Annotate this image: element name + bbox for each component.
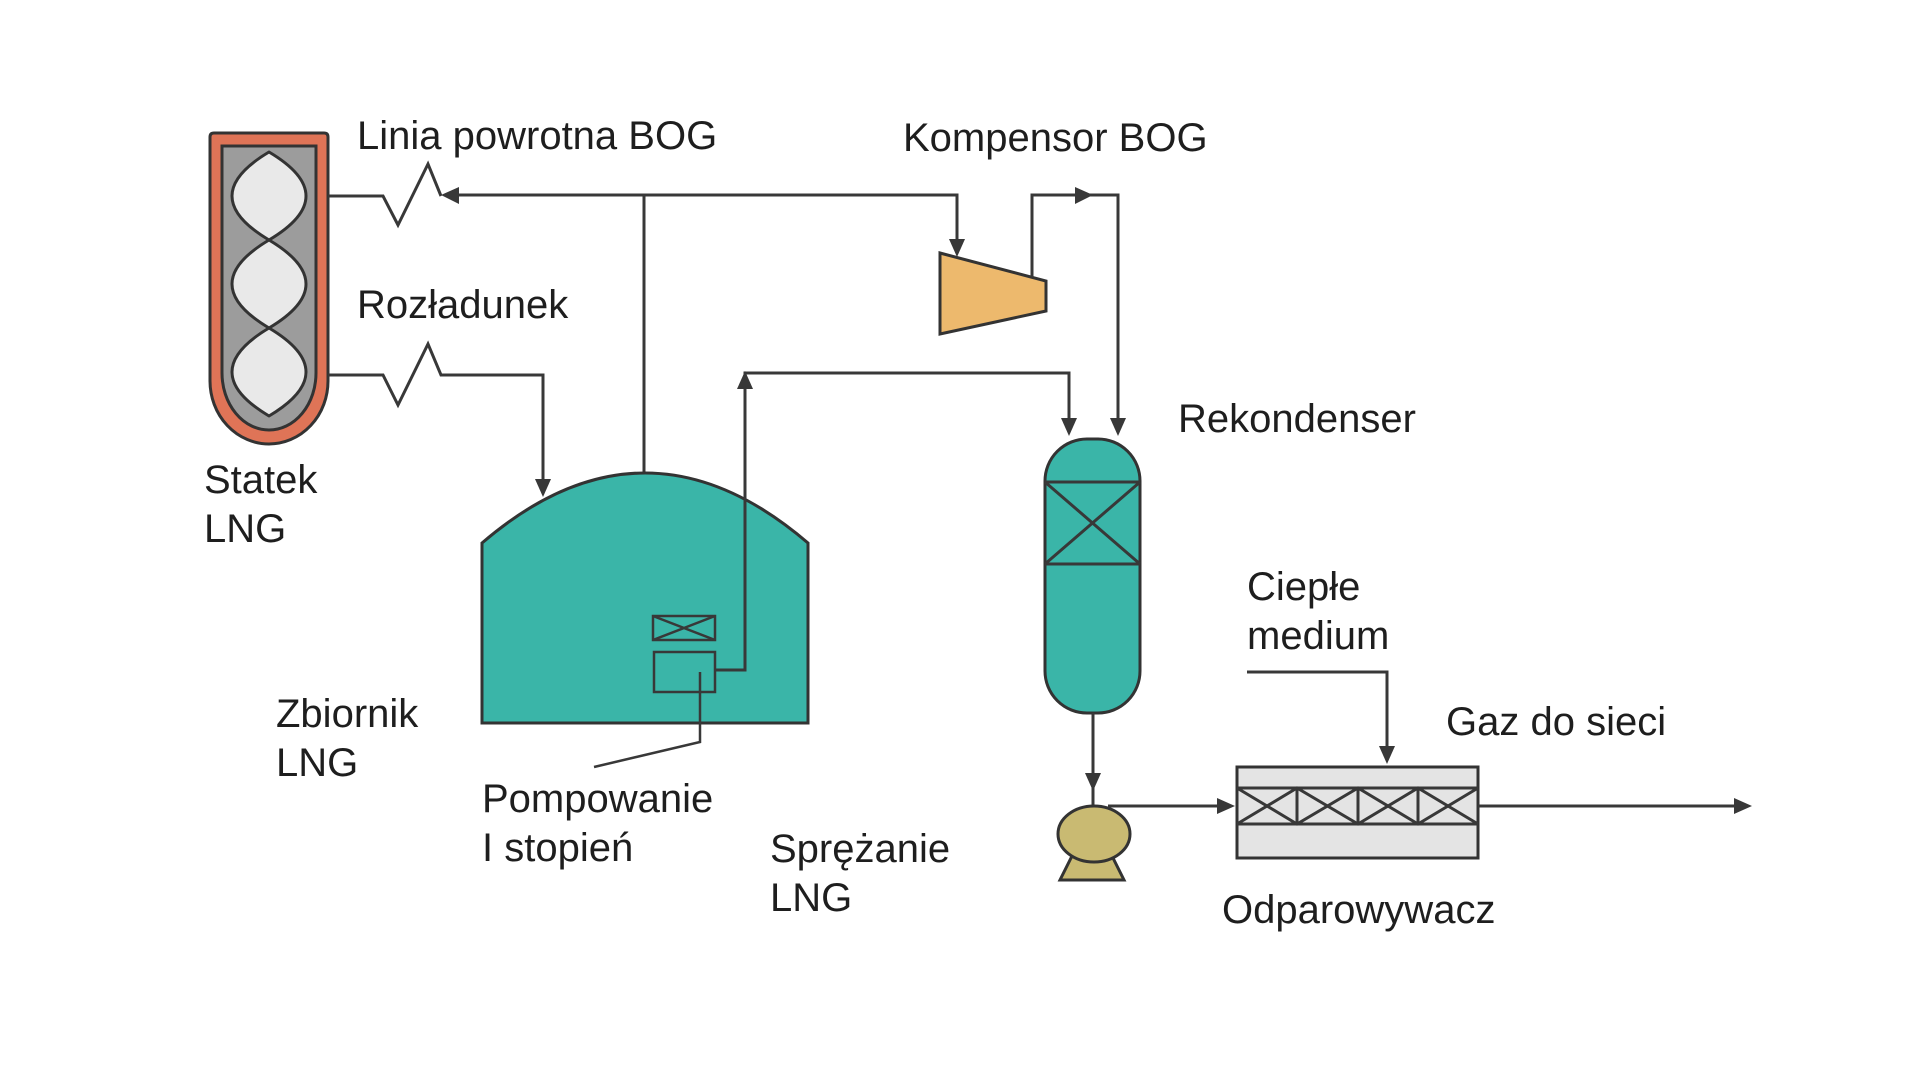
unloading-zigzag-line xyxy=(328,340,545,481)
ship-cargo-tank-lens-3 xyxy=(230,326,308,418)
in-tank-valve-symbol xyxy=(651,614,717,642)
in-tank-valve-cross xyxy=(652,614,716,642)
label-pumping-stage1: Pompowanie I stopień xyxy=(482,777,714,870)
label-unloading: Rozładunek xyxy=(357,283,569,327)
pump-label-leader-line xyxy=(593,672,702,769)
warm-medium-line xyxy=(1247,670,1395,764)
recondenser-symbol xyxy=(1043,437,1142,835)
arrow-up-riser xyxy=(737,371,753,389)
compressor-trapezoid xyxy=(938,251,1048,336)
label-gas-to-grid: Gaz do sieci xyxy=(1446,700,1667,744)
sendout-pump-symbol xyxy=(1056,798,1235,882)
warm-medium-path xyxy=(1247,670,1389,757)
arrow-into-recondenser-left xyxy=(1061,418,1077,436)
lng-tank-symbol xyxy=(480,471,810,769)
arrow-warm-medium xyxy=(1379,746,1395,764)
arrow-into-tank xyxy=(535,479,551,497)
bog-return-zigzag-break xyxy=(328,160,443,229)
arrow-into-compressor xyxy=(949,239,965,257)
bog-compressor-symbol xyxy=(938,187,1126,436)
recondenser-packing-section xyxy=(1044,480,1141,566)
recondenser-vessel xyxy=(1043,437,1142,715)
bog-return-main-line xyxy=(459,193,959,242)
stage1-discharge-line xyxy=(715,371,1077,672)
label-lng-ship: Statek LNG xyxy=(204,458,318,551)
arrow-compressor-outlet xyxy=(1075,187,1093,204)
arrow-to-ship xyxy=(441,187,459,204)
label-bog-compressor: Kompensor BOG xyxy=(903,116,1208,160)
pump-body xyxy=(1056,804,1132,864)
label-recondenser: Rekondenser xyxy=(1178,397,1416,441)
arrow-into-pump xyxy=(1085,773,1101,791)
arrow-into-vaporizer xyxy=(1217,798,1235,814)
label-warm-medium: Ciepłe medium xyxy=(1247,565,1390,658)
gas-outlet-line xyxy=(1478,798,1752,814)
label-vaporizer: Odparowywacz xyxy=(1222,888,1496,932)
lng-ship-symbol xyxy=(208,131,330,446)
arrow-gas-to-grid xyxy=(1734,798,1752,814)
label-lng-tank: Zbiornik LNG xyxy=(276,692,419,785)
arrow-into-recondenser-right xyxy=(1110,418,1126,436)
bog-return-line xyxy=(328,160,965,474)
in-tank-pump-box xyxy=(652,650,717,694)
label-bog-return-line: Linia powrotna BOG xyxy=(357,114,718,158)
unloading-line xyxy=(328,340,551,497)
label-lng-compression: Sprężanie LNG xyxy=(770,827,951,920)
vaporizer-baffles xyxy=(1295,788,1420,824)
lng-tank-dome xyxy=(480,471,810,725)
vaporizer-symbol xyxy=(1235,765,1480,860)
